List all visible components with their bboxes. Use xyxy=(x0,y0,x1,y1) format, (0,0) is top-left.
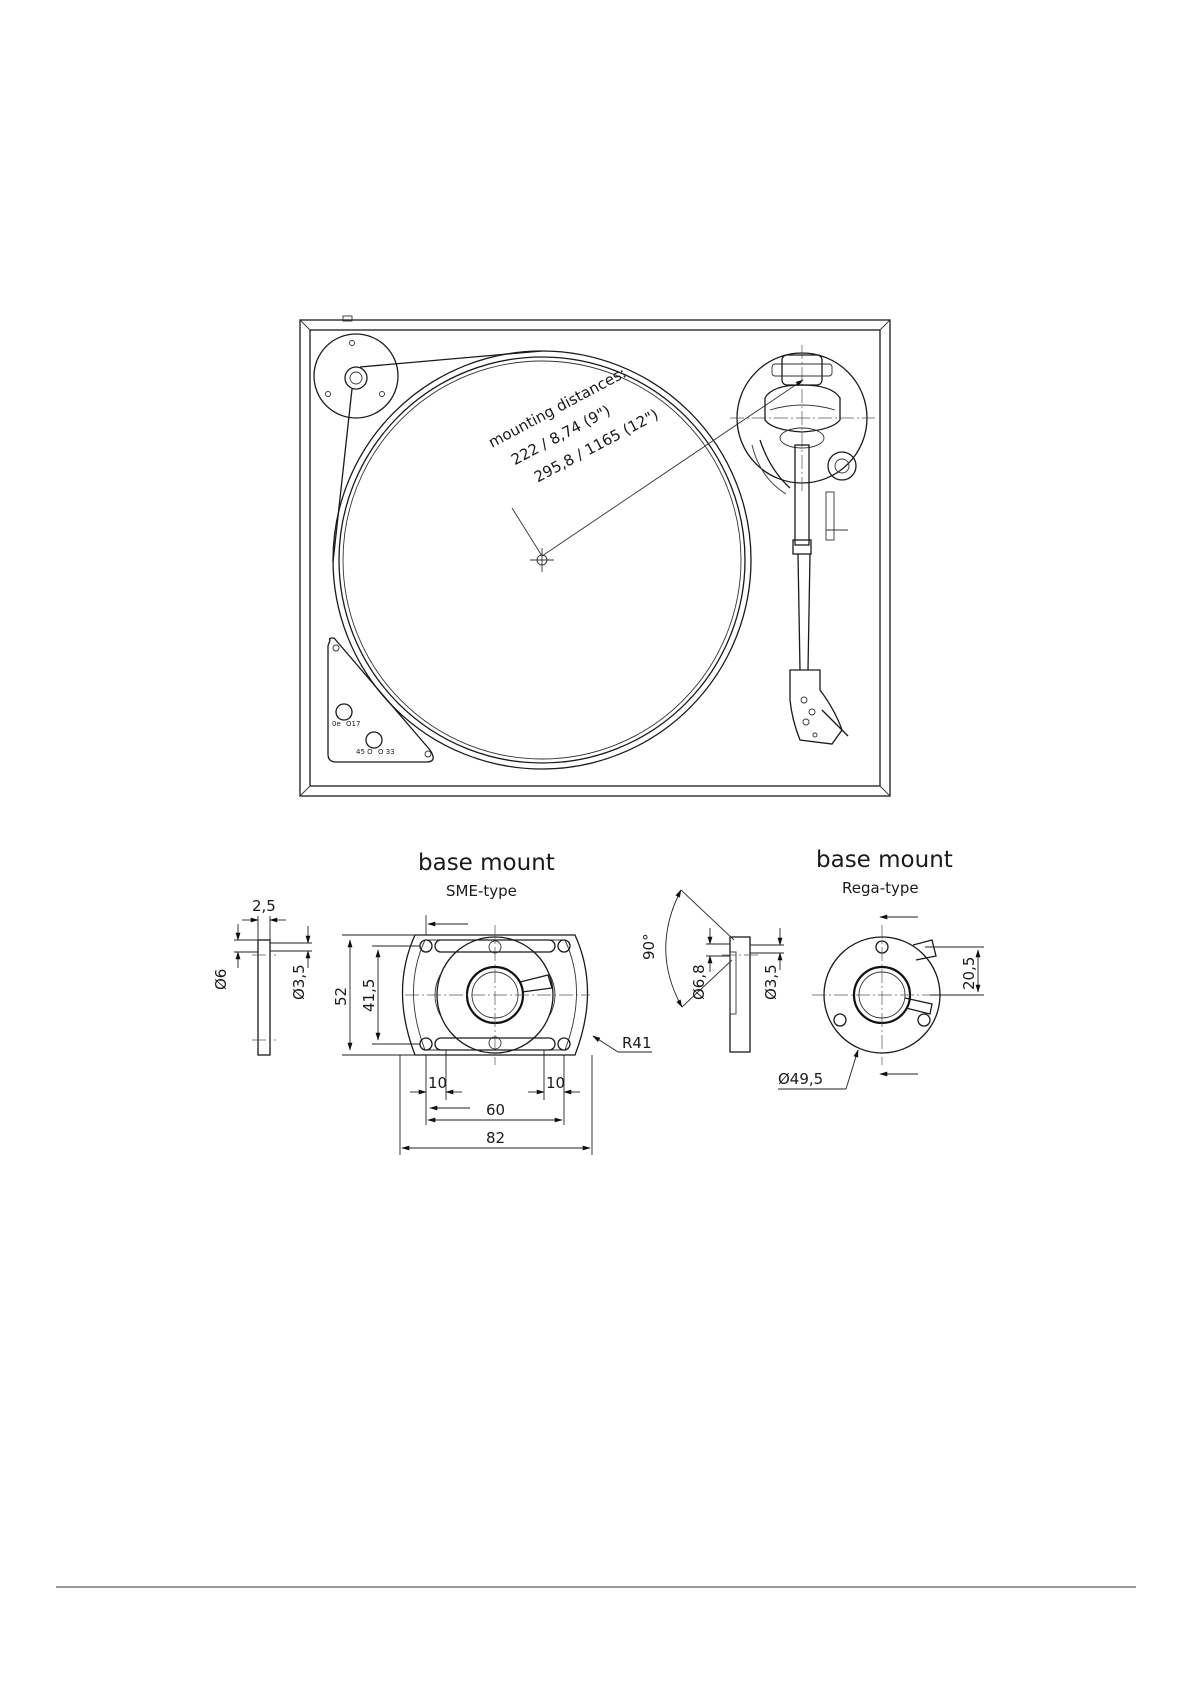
sme-dim-height-inner: 41,5 xyxy=(360,979,378,1012)
motor-pulley xyxy=(314,334,398,418)
sme-plate-front xyxy=(403,925,591,1065)
sme-side-section: 2,5 Ø6 Ø3,5 xyxy=(212,897,312,1055)
rega-subtitle: Rega-type xyxy=(842,879,919,897)
sme-subtitle: SME-type xyxy=(446,882,517,900)
speed-knob-lower xyxy=(366,732,382,748)
sme-dim-radius: R41 xyxy=(622,1034,652,1052)
rega-dim-angle: 90° xyxy=(640,933,658,960)
rega-base-mount: base mount Rega-type 90° Ø6,8 Ø3,5 xyxy=(640,847,984,1089)
arm-rest xyxy=(826,492,834,540)
turntable-top-view: mounting distances: 222 / 8,74 (9") 295,… xyxy=(300,316,890,796)
sme-dim-offset-right: 10 xyxy=(546,1074,565,1092)
rega-title: base mount xyxy=(816,847,953,873)
rega-dim-hole-dia: Ø6,8 xyxy=(690,964,708,1000)
speed-label-17: O17 xyxy=(346,720,360,728)
sme-dimensions: 52 41,5 10 10 60 xyxy=(332,915,652,1155)
sme-base-mount: base mount SME-type 2,5 Ø6 Ø3,5 xyxy=(212,850,652,1155)
sme-dim-height-outer: 52 xyxy=(332,987,350,1006)
sme-dim-offset-left: 10 xyxy=(428,1074,447,1092)
rega-dim-outer-dia: Ø49,5 xyxy=(778,1070,823,1088)
sme-dim-span-outer: 82 xyxy=(486,1129,505,1147)
rega-side-section: 90° Ø6,8 Ø3,5 xyxy=(640,890,784,1052)
tonearm xyxy=(730,345,875,744)
sme-dim-span-inner: 60 xyxy=(486,1101,505,1119)
speed-label-45: 45 O xyxy=(356,748,373,756)
speed-label-33: O 33 xyxy=(378,748,395,756)
sme-title: base mount xyxy=(418,850,555,876)
mounting-distance-line xyxy=(542,380,803,556)
speed-knob-upper xyxy=(336,704,352,720)
sme-dim-thickness: 2,5 xyxy=(252,897,276,915)
sme-dim-hole-dia: Ø6 xyxy=(212,969,230,990)
anti-skate-knob xyxy=(828,452,856,480)
rega-front-view: 20,5 Ø49,5 xyxy=(778,917,984,1089)
plinth-inner xyxy=(310,330,880,786)
rega-dim-screw-dia: Ø3,5 xyxy=(762,964,780,1000)
speed-selector-plate: 0e O17 45 O O 33 xyxy=(328,638,433,762)
speed-label-0e: 0e xyxy=(332,720,341,728)
sme-dim-screw-dia: Ø3,5 xyxy=(290,964,308,1000)
rega-dim-height: 20,5 xyxy=(960,957,978,990)
